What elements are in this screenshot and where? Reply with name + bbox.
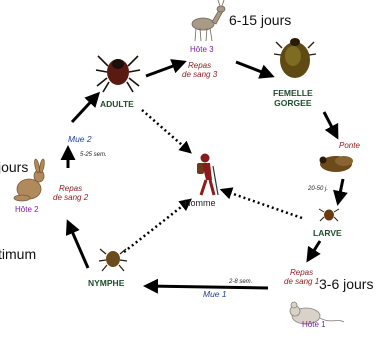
stage-larve: LARVE [313, 229, 342, 238]
dotted-nymphe-to-homme [124, 200, 190, 252]
period-5-25-sem: 5-25 sem. [80, 152, 107, 158]
stage-adulte: ADULTE [100, 100, 134, 109]
arrow-adulte-to-femelle [146, 62, 184, 76]
engorged-female-tick-icon [274, 38, 316, 78]
duration-top: 6-15 jours [229, 13, 291, 27]
host-hote-3: Hôte 3 [190, 46, 214, 54]
arrow-nymphe-to-repas2 [68, 222, 88, 268]
human-hiker-icon [197, 154, 218, 196]
nymph-tick-icon [99, 249, 127, 271]
larva-tick-icon [319, 209, 339, 221]
arrow-eggs-to-larve [338, 179, 343, 203]
moult-mue-2: Mue 2 [68, 135, 92, 144]
stage-femelle-gorgee: FEMELLE GORGEE [273, 88, 313, 108]
event-ponte: Ponte [339, 141, 360, 150]
dotted-adulte-to-homme [142, 110, 190, 152]
period-2-8-sem: 2-8 sem. [229, 279, 252, 285]
duration-right: 3-6 jours [319, 277, 373, 291]
duration-left-cut: jours [0, 160, 28, 174]
adult-tick-icon [96, 56, 140, 92]
meal-repas-1: Repas de sang 1 [284, 268, 319, 286]
egg-mass-icon [320, 156, 354, 172]
duration-left-bottom-cut: timum [0, 247, 36, 261]
dotted-larve-to-homme [222, 190, 302, 218]
homme-label: Homme [184, 199, 216, 208]
arrow-repas3-to-femelle [236, 62, 272, 76]
period-20-50-j: 20-50 j. [308, 186, 328, 192]
arrow-femelle-to-ponte [324, 112, 337, 137]
meal-repas-3: Repas de sang 3 [182, 61, 217, 79]
arrow-mue1-to-nymphe [146, 286, 268, 288]
stage-nymphe: NYMPHE [88, 279, 124, 288]
host-hote-2: Hôte 2 [15, 206, 39, 214]
human-arrows [124, 110, 302, 252]
host-hote-1: Hôte 1 [302, 321, 326, 329]
arrow-mue2-up-to-adulte [72, 94, 98, 122]
deer-icon [192, 0, 225, 41]
moult-mue-1: Mue 1 [203, 290, 227, 299]
arrow-larve-to-repas1 [308, 241, 320, 260]
meal-repas-2: Repas de sang 2 [53, 184, 88, 202]
